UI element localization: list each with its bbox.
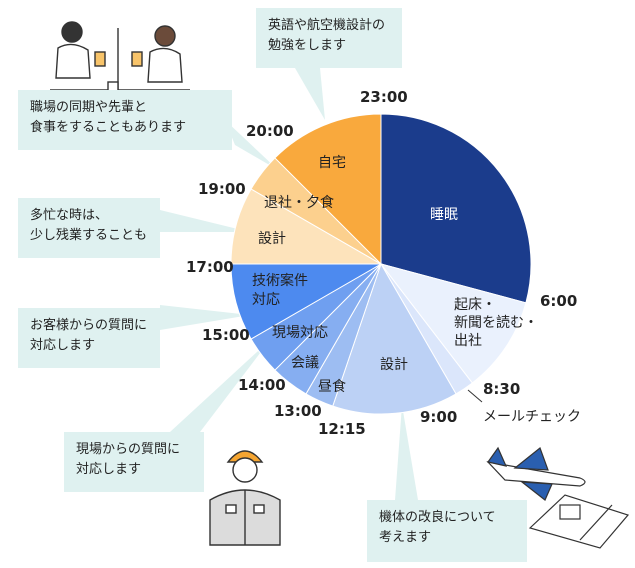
callout-study-line2: 勉強をします: [268, 38, 347, 53]
callout-overtime-line1: 多忙な時は、: [30, 208, 109, 223]
callout-study-line1: 英語や航空機設計の: [268, 18, 386, 33]
segment-label-design-am: 設計: [380, 357, 408, 373]
segment-label-design-pm: 設計: [258, 231, 286, 247]
callout-improve-line2: 考えます: [379, 530, 432, 545]
segment-label-lunch: 昼食: [318, 379, 346, 395]
callout-colleagues: 職場の同期や先輩と 食事をすることもあります: [18, 90, 232, 150]
segment-label-tech-line2: 対応: [252, 292, 280, 308]
pie-chart: [230, 113, 532, 415]
time-label-1700: 17:00: [186, 258, 234, 276]
callout-study: 英語や航空機設計の 勉強をします: [256, 8, 402, 68]
time-label-1400: 14:00: [238, 376, 286, 394]
time-label-1900: 19:00: [198, 180, 246, 198]
pie-slice-0: [380, 113, 532, 304]
segment-label-wake-line3: 出社: [454, 333, 482, 349]
time-label-0830: 8:30: [483, 380, 521, 398]
callout-customers-line2: 対応します: [30, 338, 96, 353]
callout-site-line1: 現場からの質問に: [76, 442, 181, 457]
callout-colleagues-line2: 食事をすることもあります: [30, 120, 187, 135]
pointer-site: [170, 340, 270, 432]
callout-customers: お客様からの質問に 対応します: [18, 308, 160, 368]
segment-label-leave: 退社・夕食: [264, 195, 334, 211]
pointer-improve: [395, 405, 418, 500]
pointer-study: [295, 68, 325, 120]
time-label-1215: 12:15: [318, 420, 366, 438]
callout-site: 現場からの質問に 対応します: [64, 432, 204, 492]
pointer-customers: [160, 305, 250, 330]
segment-label-wake: 起床・ 新聞を読む・ 出社: [454, 296, 538, 350]
callout-overtime-line2: 少し残業することも: [30, 228, 148, 243]
segment-label-meeting: 会議: [291, 355, 319, 371]
callout-overtime: 多忙な時は、 少し残業することも: [18, 198, 160, 258]
pie-slice-1: [379, 263, 527, 384]
segment-label-sleep: 睡眠: [430, 207, 458, 223]
segment-label-home: 自宅: [318, 155, 346, 171]
callout-customers-line1: お客様からの質問に: [30, 318, 148, 333]
callout-improve-line1: 機体の改良について: [379, 510, 496, 525]
mail-leader-line: [467, 389, 483, 403]
segment-label-wake-line1: 起床・: [454, 297, 496, 313]
segment-label-site: 現場対応: [272, 325, 328, 341]
segment-label-tech: 技術案件 対応: [252, 272, 308, 310]
time-label-2300: 23:00: [360, 88, 408, 106]
pie-slice-10: [274, 113, 382, 266]
people-drinking-illustration: [50, 21, 190, 95]
airplane-illustration: [486, 446, 586, 501]
callout-pointers: [160, 68, 418, 500]
callout-site-line2: 対応します: [76, 462, 142, 477]
pointer-overtime: [160, 210, 250, 232]
segment-label-mail: メールチェック: [483, 409, 581, 425]
blueprint-illustration: [528, 494, 630, 549]
time-label-0900: 9:00: [420, 408, 458, 426]
callout-colleagues-line1: 職場の同期や先輩と: [30, 100, 148, 115]
worker-helmet-illustration: [209, 450, 281, 546]
callout-improve: 機体の改良について 考えます: [367, 500, 527, 562]
time-label-2000: 20:00: [246, 122, 294, 140]
pie-slice-3: [332, 262, 457, 415]
time-label-1300: 13:00: [274, 402, 322, 420]
time-label-1500: 15:00: [202, 326, 250, 344]
segment-label-wake-line2: 新聞を読む・: [454, 315, 538, 331]
segment-label-tech-line1: 技術案件: [252, 273, 308, 289]
pointer-colleagues: [225, 120, 278, 170]
time-label-0600: 6:00: [540, 292, 578, 310]
